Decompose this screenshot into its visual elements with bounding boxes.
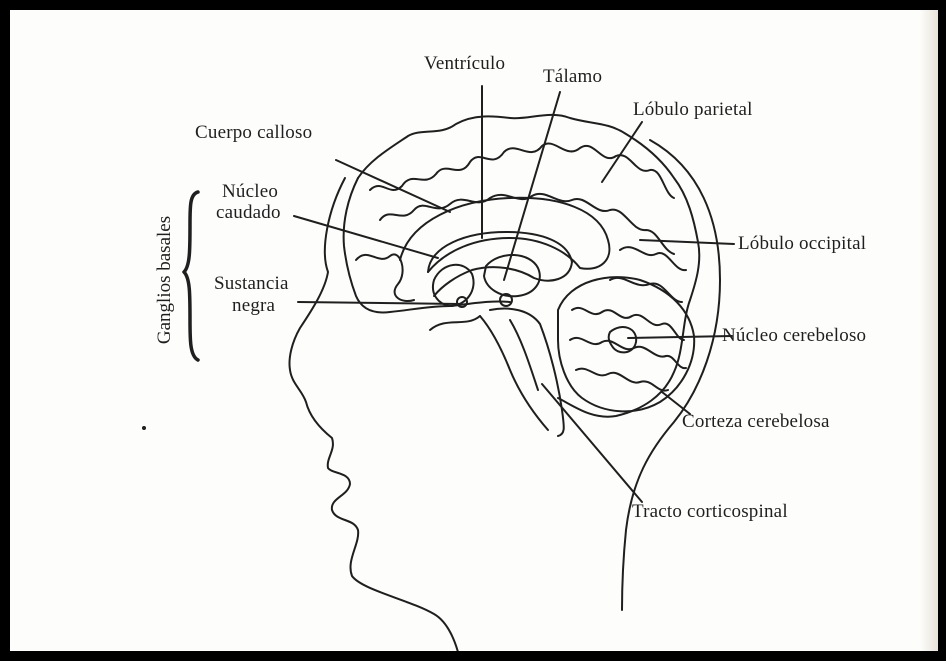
label-nucleo-cerebeloso: Núcleo cerebeloso [722, 326, 866, 346]
brain-lower-contour [344, 178, 510, 312]
brain-outer-contour [358, 115, 699, 417]
pointer-tracto-corticospinal [542, 384, 642, 502]
label-cuerpo-calloso: Cuerpo calloso [195, 123, 312, 143]
ganglios-basales-brace [184, 192, 198, 360]
brainstem [490, 309, 564, 436]
label-sustancia-negra-line1: Sustancia [214, 274, 289, 294]
label-lobulo-occipital: Lóbulo occipital [738, 234, 866, 254]
stray-mark [142, 426, 146, 430]
pointer-nucleo-cerebeloso [628, 336, 732, 338]
label-lobulo-parietal: Lóbulo parietal [633, 100, 753, 120]
gyri-right-lobe [610, 247, 686, 302]
caudate-nucleus [428, 232, 572, 296]
label-nucleo-caudado-line1: Núcleo [222, 182, 278, 202]
head-profile-outline [289, 178, 460, 660]
brainstem-front [480, 316, 548, 430]
cerebellum-folia [570, 308, 686, 391]
cerebellar-nucleus [609, 327, 636, 352]
pointer-cuerpo-calloso [336, 160, 450, 212]
label-nucleo-caudado-line2: caudado [216, 203, 281, 223]
label-sustancia-negra-line2: negra [232, 296, 275, 316]
label-corteza-cerebelosa: Corteza cerebelosa [682, 412, 830, 432]
label-ventriculo: Ventrículo [424, 54, 505, 74]
pointer-nucleo-caudado [294, 216, 438, 258]
label-tracto-corticospinal: Tracto corticospinal [632, 502, 788, 522]
label-talamo: Tálamo [543, 67, 602, 87]
pointer-lobulo-occipital [640, 240, 734, 244]
gyri-lower-left [356, 254, 414, 301]
gyri-upper [370, 143, 674, 198]
pointer-talamo [504, 92, 560, 280]
pointer-sustancia-negra [298, 302, 460, 304]
label-ganglios-basales: Ganglios basales [154, 216, 176, 344]
head-back-outline [622, 140, 720, 610]
lower-cortex [430, 316, 480, 330]
